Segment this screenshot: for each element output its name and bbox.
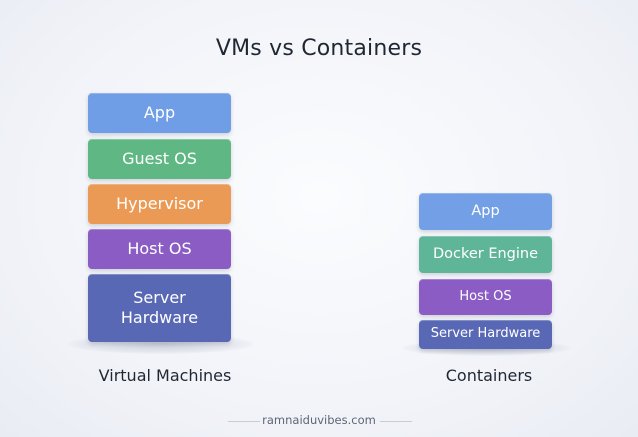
- vm-layer-host-os-label: Host OS: [127, 239, 192, 258]
- vm-layer-app-label: App: [143, 103, 176, 122]
- vm-layer-guest-os: Guest OS: [88, 139, 231, 179]
- vm-layer-hypervisor: Hypervisor: [88, 184, 231, 224]
- container-layer-server-hardware: Server Hardware: [419, 320, 552, 349]
- diagram-title: VMs vs Containers: [215, 36, 423, 61]
- footer-divider-right: [380, 421, 412, 422]
- container-layer-docker-engine: Docker Engine: [419, 236, 552, 273]
- container-layer-host-os-label: Host OS: [459, 288, 512, 304]
- vm-layer-guest-os-label: Guest OS: [122, 149, 197, 168]
- container-caption: Containers: [445, 366, 533, 385]
- footer-divider-left: [228, 421, 260, 422]
- container-layer-host-os: Host OS: [419, 279, 552, 315]
- vm-layer-server-hardware: Server Hardware: [88, 274, 231, 342]
- vm-layer-server-hardware-label: Server Hardware: [120, 288, 199, 327]
- container-layer-app: App: [419, 193, 552, 230]
- container-layer-docker-engine-label: Docker Engine: [432, 246, 539, 263]
- vm-caption: Virtual Machines: [98, 366, 232, 385]
- vm-layer-app: App: [88, 93, 231, 133]
- container-stack: App Docker Engine Host OS Server Hardwar…: [419, 193, 552, 349]
- vm-layer-host-os: Host OS: [88, 229, 231, 269]
- vm-stack: App Guest OS Hypervisor Host OS Server H…: [88, 93, 231, 342]
- footer-credit: ramnaiduvibes.com: [262, 413, 376, 427]
- container-layer-server-hardware-label: Server Hardware: [430, 326, 541, 342]
- container-layer-app-label: App: [471, 203, 500, 220]
- vm-layer-hypervisor-label: Hypervisor: [116, 194, 203, 213]
